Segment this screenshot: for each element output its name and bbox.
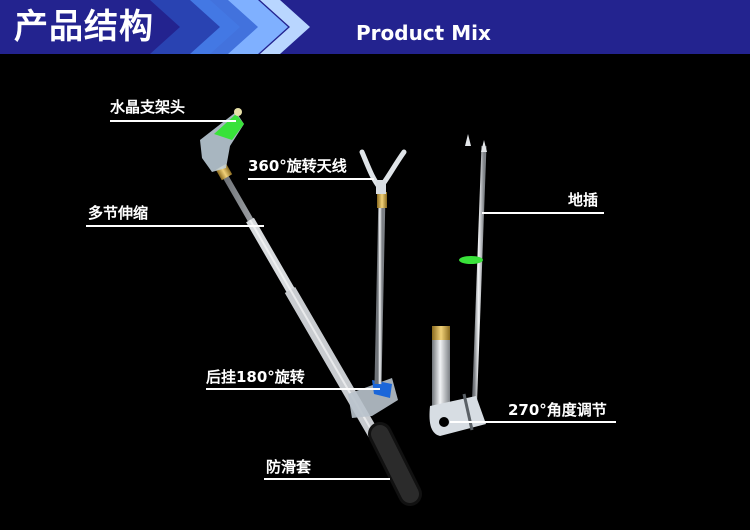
chevron-decoration	[150, 0, 310, 54]
product-illustration	[200, 108, 487, 506]
anti-slip-grip	[368, 422, 422, 506]
ground-spike	[429, 134, 487, 436]
leader-ground-spike	[482, 212, 604, 214]
antenna-pole	[359, 149, 407, 385]
label-adjust-270: 270°角度调节	[508, 401, 607, 419]
header-subtitle: Product Mix	[356, 21, 491, 45]
leader-telescopic	[86, 225, 264, 227]
leader-adjust-270	[450, 421, 616, 423]
leader-rear-hang-180	[206, 388, 380, 390]
leader-anti-slip	[264, 478, 390, 480]
crystal-holder-head	[200, 108, 244, 172]
leader-antenna-360	[248, 178, 374, 180]
rear-hang-joint	[348, 378, 398, 418]
header-bar: 产品结构 Product Mix	[0, 0, 750, 54]
label-telescopic: 多节伸缩	[88, 204, 149, 222]
label-rear-hang-180: 后挂180°旋转	[206, 368, 305, 386]
label-ground-spike: 地插	[568, 191, 599, 209]
leader-crystal-head	[110, 120, 236, 122]
label-antenna-360: 360°旋转天线	[248, 157, 347, 175]
label-anti-slip: 防滑套	[266, 458, 312, 476]
label-crystal-head: 水晶支架头	[110, 98, 186, 116]
header-title: 产品结构	[14, 7, 154, 47]
